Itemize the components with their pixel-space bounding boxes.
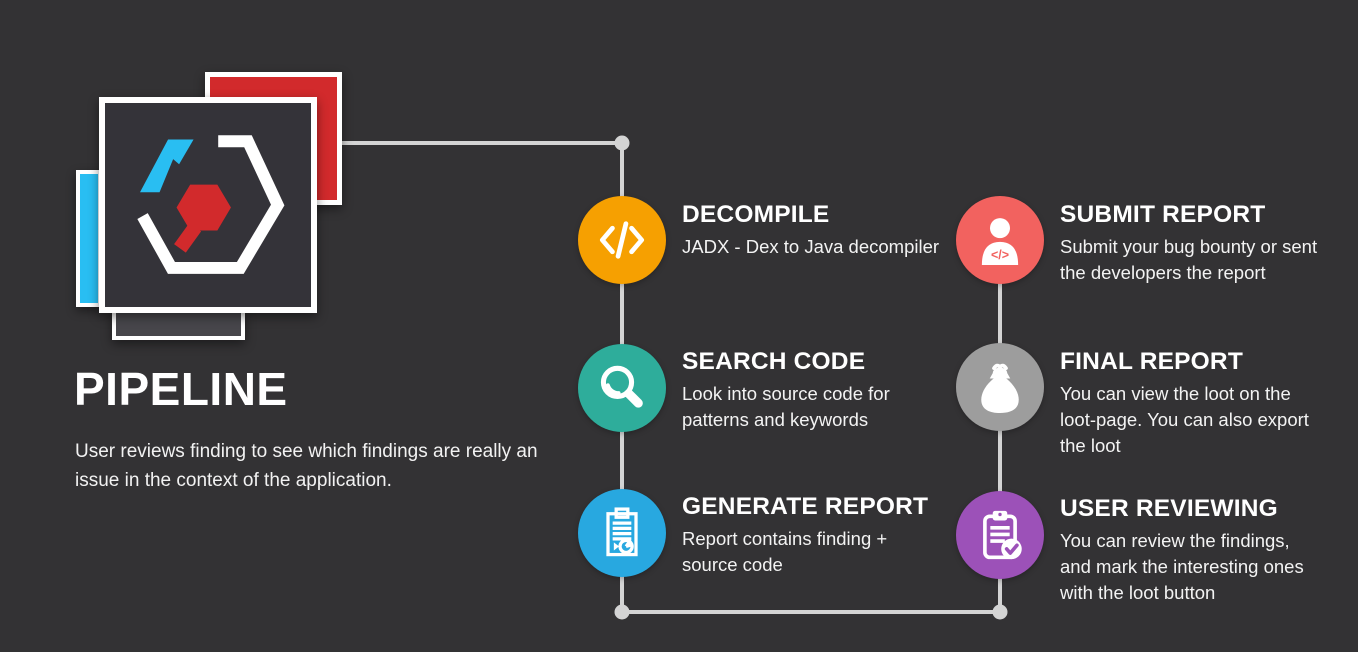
step-description: You can view the loot on the loot-page. … bbox=[1060, 383, 1309, 456]
step-final-report-circle bbox=[956, 343, 1044, 431]
connector-dot bbox=[614, 604, 630, 620]
step-submit-report: SUBMIT REPORT Submit your bug bounty or … bbox=[1060, 200, 1358, 286]
step-title: USER REVIEWING bbox=[1060, 495, 1278, 522]
step-title: FINAL REPORT bbox=[1060, 348, 1243, 375]
step-description: Look into source code for patterns and k… bbox=[682, 383, 890, 430]
step-description: You can review the findings, and mark th… bbox=[1060, 530, 1304, 603]
step-final-report: FINAL REPORT You can view the loot on th… bbox=[1060, 347, 1358, 459]
step-user-reviewing: USER REVIEWING You can review the findin… bbox=[1060, 494, 1358, 606]
connector-dot bbox=[614, 135, 630, 151]
step-search-code: SEARCH CODE Look into source code for pa… bbox=[682, 347, 962, 433]
connector-dot bbox=[992, 604, 1008, 620]
step-generate-report-circle bbox=[578, 489, 666, 577]
svg-text:</>: </> bbox=[991, 248, 1009, 262]
step-description: Submit your bug bounty or sent the devel… bbox=[1060, 236, 1318, 283]
step-generate-report: GENERATE REPORT Report contains finding … bbox=[682, 492, 962, 578]
step-title: DECOMPILE bbox=[682, 201, 830, 228]
step-decompile: DECOMPILE JADX - Dex to Java decompiler bbox=[682, 200, 962, 260]
step-title: SUBMIT REPORT bbox=[1060, 201, 1266, 228]
step-user-reviewing-circle bbox=[956, 491, 1044, 579]
hexagon-code-logo-icon bbox=[137, 135, 285, 274]
step-search-code-circle bbox=[578, 344, 666, 432]
page-title: PIPELINE bbox=[74, 363, 288, 415]
step-title: SEARCH CODE bbox=[682, 348, 866, 375]
step-decompile-circle bbox=[578, 196, 666, 284]
page-subtitle: User reviews finding to see which findin… bbox=[75, 441, 538, 491]
logo-main-square bbox=[99, 97, 317, 313]
step-submit-report-circle: </> bbox=[956, 196, 1044, 284]
report-chart-icon bbox=[606, 507, 638, 557]
step-description: Report contains finding + source code bbox=[682, 528, 888, 575]
code-icon bbox=[599, 221, 645, 259]
person-code-icon: </> bbox=[981, 218, 1019, 265]
search-icon bbox=[600, 365, 643, 408]
step-title: GENERATE REPORT bbox=[682, 493, 929, 520]
clipboard-check-icon bbox=[983, 510, 1022, 560]
money-bag-icon bbox=[981, 363, 1019, 413]
step-description: JADX - Dex to Java decompiler bbox=[682, 236, 940, 257]
